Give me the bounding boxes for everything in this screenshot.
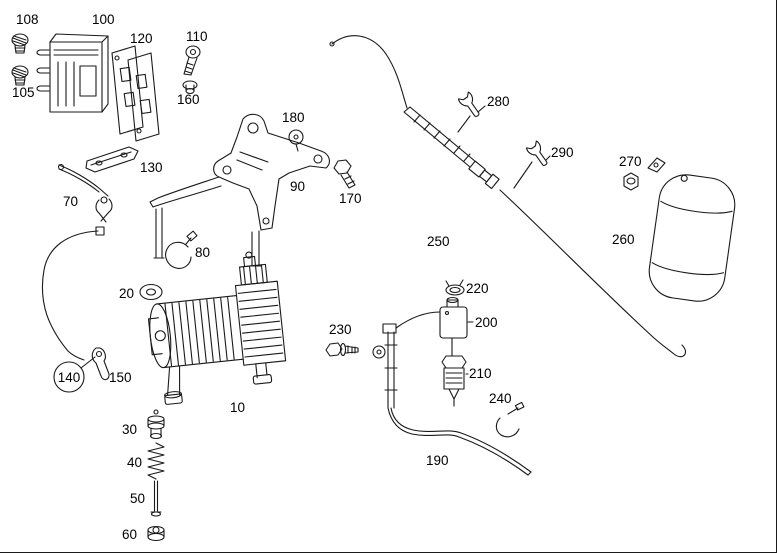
hose-clamp-220-drawing (445, 279, 465, 296)
part-label-20: 20 (119, 286, 134, 301)
part-label-250: 250 (427, 234, 450, 249)
hex-nut-drawing (623, 157, 666, 191)
compressor-assembly-drawing (147, 251, 287, 405)
part-label-10: 10 (230, 400, 245, 415)
wrench-icon-290 (513, 139, 552, 189)
part-label-230: 230 (329, 322, 352, 337)
part-label-60: 60 (122, 527, 137, 542)
part-label-260: 260 (612, 232, 635, 247)
part-label-160: 160 (177, 92, 200, 107)
part-labels: 108 100 105 120 110 160 130 70 90 180 17… (12, 12, 642, 542)
pin-drawing (150, 480, 162, 517)
pressure-line-drawing (329, 35, 686, 358)
pipe-clamp-drawing (165, 230, 198, 269)
part-label-110: 110 (186, 29, 208, 44)
solenoid-valve-drawing (439, 296, 474, 357)
part-label-200: 200 (475, 315, 498, 330)
part-label-40: 40 (127, 455, 142, 470)
spring-drawing (147, 442, 165, 480)
washer-20-drawing (139, 283, 163, 301)
part-label-120: 120 (130, 31, 153, 46)
screw-drawing (183, 45, 201, 76)
part-label-170: 170 (339, 191, 362, 206)
feed-hose-drawing (41, 226, 105, 361)
bracket-strip-drawing (85, 146, 139, 173)
air-line-union-drawing (372, 311, 441, 409)
cap-nut-drawing (147, 525, 165, 542)
hose-clamp-240-drawing (495, 401, 525, 438)
washer-180-drawing (288, 129, 304, 152)
part-label-280: 280 (487, 94, 510, 109)
exhaust-valve-drawing (441, 355, 469, 407)
part-label-240: 240 (489, 391, 512, 406)
grommet-drawing (182, 80, 198, 95)
hex-bolt-drawing (333, 159, 356, 189)
part-label-105: 105 (12, 85, 35, 100)
part-label-220: 220 (466, 281, 489, 296)
flange-bolt-drawing (325, 342, 359, 357)
plug-fitting-105-drawing (11, 65, 29, 86)
valve-insert-drawing (147, 409, 165, 440)
part-label-30: 30 (122, 422, 137, 437)
gasket-plates-drawing (111, 45, 160, 142)
part-label-130: 130 (140, 160, 163, 175)
air-reservoir-drawing (648, 174, 736, 302)
part-label-108: 108 (16, 12, 39, 27)
plug-fitting-108-drawing (11, 33, 29, 54)
relay-unit-drawing (36, 33, 109, 113)
retaining-clip-drawing (91, 347, 110, 381)
part-label-140: 140 (58, 370, 81, 385)
part-label-190: 190 (426, 453, 449, 468)
link-rod-drawing (57, 163, 113, 223)
part-label-180: 180 (282, 110, 305, 125)
part-label-290: 290 (551, 145, 574, 160)
part-label-210: 210 (469, 366, 492, 381)
part-label-100: 100 (92, 12, 115, 27)
part-label-70: 70 (63, 194, 78, 209)
part-label-150: 150 (109, 370, 132, 385)
part-label-270: 270 (619, 154, 642, 169)
air-hose-drawing (387, 407, 532, 476)
diagram-linework (11, 33, 736, 542)
wrench-icon-280 (457, 90, 486, 133)
part-label-90: 90 (290, 179, 305, 194)
part-label-50: 50 (130, 491, 145, 506)
part-label-80: 80 (195, 245, 210, 260)
